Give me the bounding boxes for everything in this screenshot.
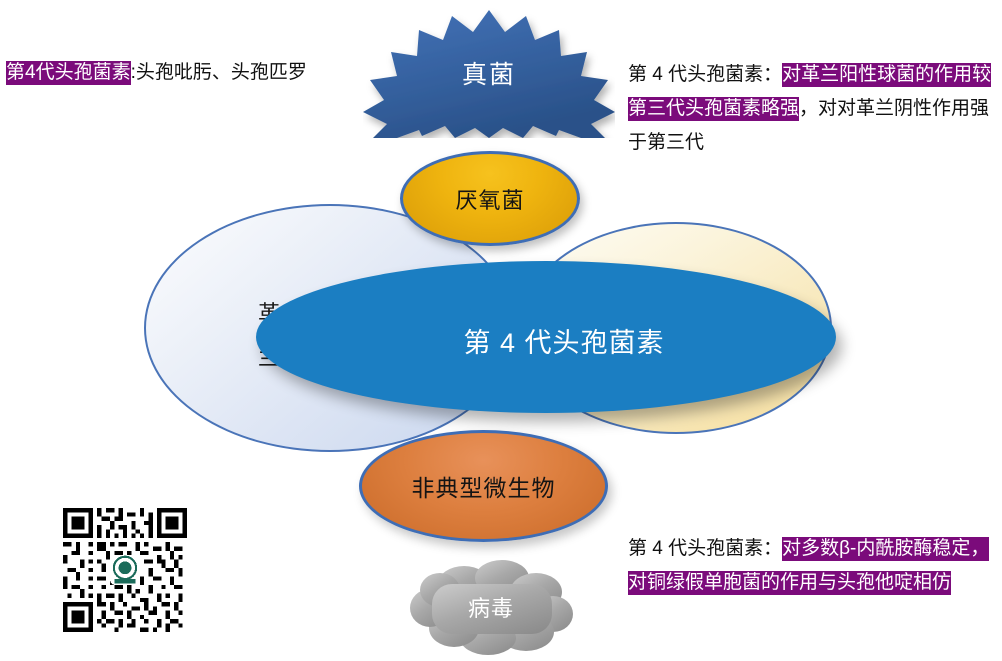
starburst-shape-fungi: 真菌 [363, 8, 615, 138]
annotation-bottom-right-prefix: 第 4 代头孢菌素： [628, 538, 783, 559]
cloud-icon [410, 560, 573, 655]
annotation-top-right-prefix: 第 4 代头孢菌素： [628, 64, 783, 85]
annotation-top-right-suffix: ，对对革兰阴性作用强于第三代 [628, 98, 990, 153]
starburst-icon [363, 10, 615, 138]
annotation-left-rest: :头孢吡肟、头孢匹罗 [130, 62, 307, 83]
annotation-left: 第4代头孢菌素:头孢吡肟、头孢匹罗 [6, 56, 318, 90]
annotation-bottom-right: 第 4 代头孢菌素：对多数β-内酰胺酶稳定，对铜绿假单胞菌的作用与头孢他啶相仿 [628, 532, 1000, 600]
annotation-top-right: 第 4 代头孢菌素：对革兰阳性球菌的作用较第三代头孢菌素略强，对对革兰阴性作用强… [628, 58, 1000, 160]
ellipse-atypical-label: 非典型微生物 [411, 475, 556, 501]
ellipse-center-label: 第 4 代头孢菌素 [463, 327, 665, 358]
ellipse-anaerobe: 厌氧菌 [400, 151, 580, 246]
ellipse-anaerobe-label: 厌氧菌 [455, 187, 525, 213]
ellipse-atypical-microbes: 非典型微生物 [359, 430, 608, 542]
annotation-left-highlight: 第4代头孢菌素 [6, 61, 131, 85]
qr-code-icon [63, 508, 187, 632]
ellipse-center-cephalosporin: 第 4 代头孢菌素 [256, 261, 836, 413]
cloud-shape-virus: 病毒 [406, 558, 576, 656]
qr-code[interactable] [63, 508, 187, 632]
